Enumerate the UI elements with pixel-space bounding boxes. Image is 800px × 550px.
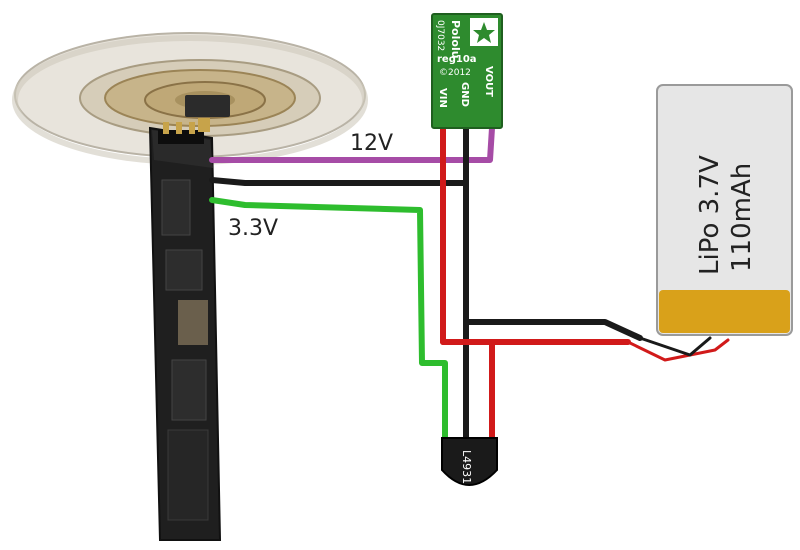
wire-12v bbox=[209, 109, 496, 163]
pololu-logo-icon bbox=[470, 18, 498, 46]
battery-capacity-label: 110mAh bbox=[727, 163, 757, 272]
battery-voltage-label: LiPo 3.7V bbox=[695, 155, 725, 275]
ldo-part-label: L4931 bbox=[460, 450, 473, 484]
label-12v: 12V bbox=[350, 131, 393, 156]
wire-3v3 bbox=[209, 197, 448, 443]
wire-gnd-battery bbox=[463, 319, 643, 341]
sensor-pcb bbox=[148, 118, 222, 541]
regulator-model: reg10a bbox=[437, 54, 477, 65]
regulator-serial: 0J7032 bbox=[435, 20, 445, 51]
ldo-l4931: L4931 bbox=[441, 437, 498, 486]
regulator-pin-gnd: GND bbox=[459, 82, 470, 107]
lipo-battery: LiPo 3.7V 110mAh bbox=[656, 84, 793, 336]
regulator-pin-vin: VIN bbox=[437, 88, 448, 108]
wire-gnd bbox=[209, 109, 469, 186]
label-3v3: 3.3V bbox=[228, 216, 278, 241]
regulator-brand: Pololu bbox=[449, 20, 462, 59]
pololu-regulator: Pololu 0J7032 reg10a ©2012 VIN GND VOUT bbox=[431, 13, 503, 129]
pin-header bbox=[158, 118, 210, 144]
regulator-year: ©2012 bbox=[439, 68, 471, 78]
regulator-pin-vout: VOUT bbox=[483, 66, 494, 97]
fresnel-disc bbox=[12, 32, 368, 165]
battery-lead-black bbox=[638, 336, 712, 357]
